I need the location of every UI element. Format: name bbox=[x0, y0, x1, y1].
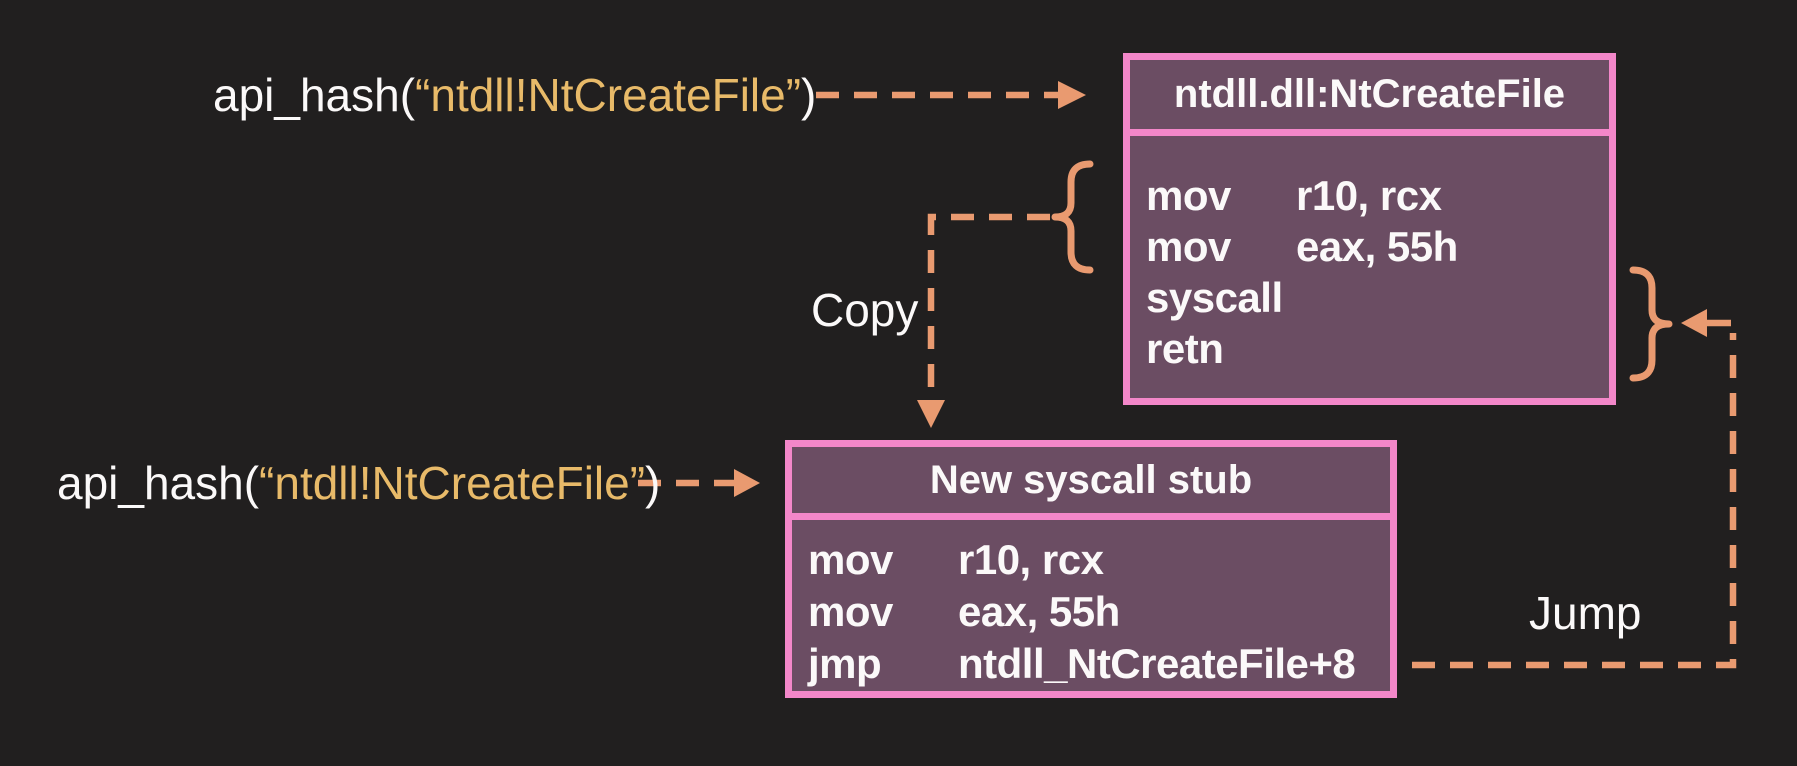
instruction-mnemonic: syscall bbox=[1146, 274, 1283, 321]
instruction-mnemonic: mov bbox=[808, 536, 893, 583]
api-hash-label-top: api_hash(“ntdll!NtCreateFile”) bbox=[213, 69, 816, 121]
copy-label: Copy bbox=[811, 284, 919, 336]
instruction-operands: ntdll_NtCreateFile+8 bbox=[958, 640, 1356, 687]
instruction-line: mov r10, rcx bbox=[808, 534, 1390, 586]
instruction-mnemonic: mov bbox=[1146, 223, 1231, 270]
stub-box-code: mov r10, rcx mov eax, 55h jmp ntdll_NtCr… bbox=[792, 520, 1390, 690]
instruction-mnemonic: jmp bbox=[808, 640, 882, 687]
instruction-line: mov r10, rcx bbox=[1146, 170, 1609, 221]
instruction-operands: eax, 55h bbox=[958, 588, 1120, 635]
instruction-mnemonic: mov bbox=[808, 588, 893, 635]
instruction-line: mov eax, 55h bbox=[1146, 221, 1609, 272]
api-hash-top-arrowhead-icon bbox=[1058, 81, 1086, 109]
jump-arrowhead-icon bbox=[1681, 309, 1707, 337]
instruction-operands: r10, rcx bbox=[1296, 172, 1442, 219]
left-brace-icon bbox=[1051, 160, 1094, 274]
right-brace-icon bbox=[1629, 266, 1673, 382]
ntdll-ntcreatefile-box: ntdll.dll:NtCreateFile mov r10, rcx mov … bbox=[1123, 53, 1616, 405]
ntdll-box-title: ntdll.dll:NtCreateFile bbox=[1130, 60, 1609, 136]
api-hash-label-bottom: api_hash(“ntdll!NtCreateFile”) bbox=[57, 457, 660, 509]
api-hash-bottom-suffix: ) bbox=[645, 457, 661, 509]
api-hash-bottom-string: “ntdll!NtCreateFile” bbox=[259, 457, 646, 509]
instruction-operands: r10, rcx bbox=[958, 536, 1104, 583]
api-hash-bottom-arrowhead-icon bbox=[734, 469, 760, 497]
instruction-operands: eax, 55h bbox=[1296, 223, 1458, 270]
stub-box-title: New syscall stub bbox=[792, 447, 1390, 520]
instruction-line: jmp ntdll_NtCreateFile+8 bbox=[808, 638, 1390, 690]
instruction-mnemonic: mov bbox=[1146, 172, 1231, 219]
instruction-line: mov eax, 55h bbox=[808, 586, 1390, 638]
copy-arrow-line bbox=[927, 213, 1050, 400]
api-hash-top-suffix: ) bbox=[801, 69, 817, 121]
ntdll-box-code: mov r10, rcx mov eax, 55h syscall retn bbox=[1130, 136, 1609, 374]
api-hash-top-prefix: api_hash( bbox=[213, 69, 416, 121]
instruction-line: retn bbox=[1146, 323, 1609, 374]
api-hash-bottom-prefix: api_hash( bbox=[57, 457, 260, 509]
jump-label: Jump bbox=[1529, 587, 1642, 639]
instruction-mnemonic: retn bbox=[1146, 325, 1224, 372]
copy-arrowhead-icon bbox=[917, 400, 945, 428]
new-syscall-stub-box: New syscall stub mov r10, rcx mov eax, 5… bbox=[785, 440, 1397, 698]
api-hash-top-string: “ntdll!NtCreateFile” bbox=[415, 69, 802, 121]
instruction-line: syscall bbox=[1146, 272, 1609, 323]
